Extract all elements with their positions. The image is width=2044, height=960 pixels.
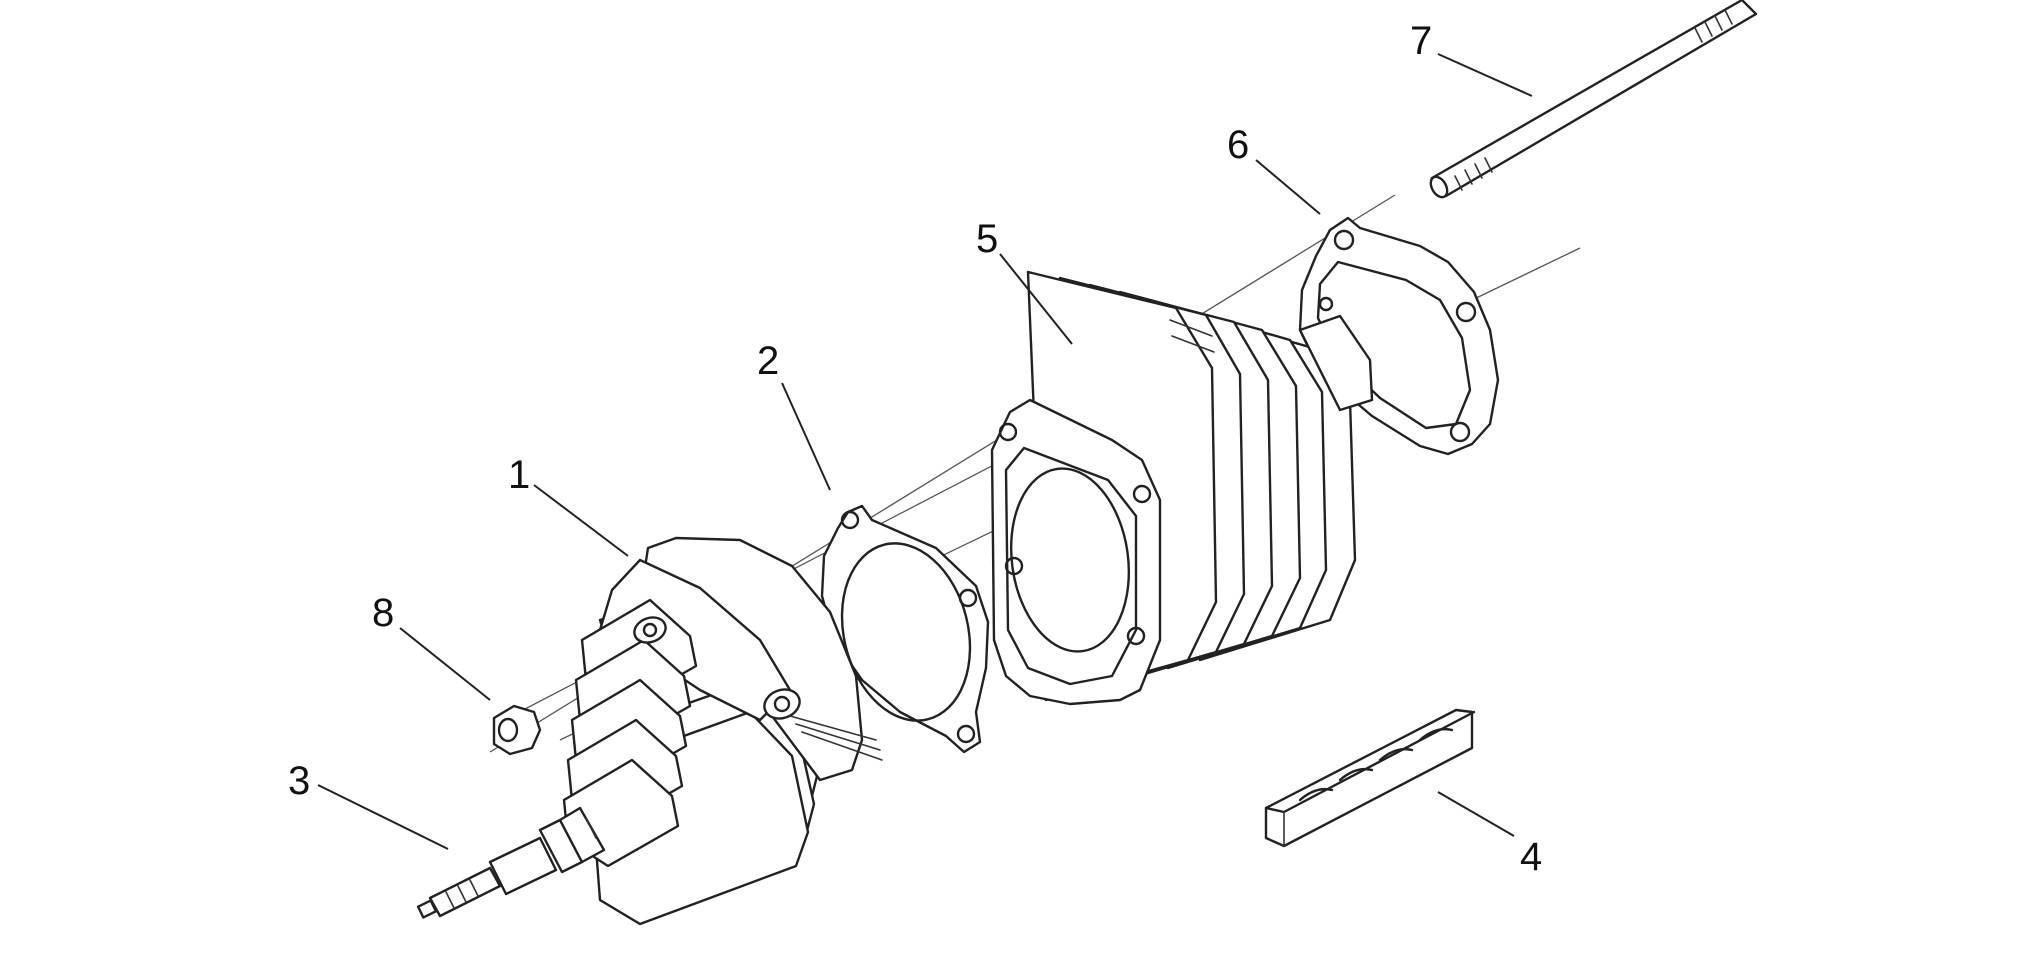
part-5-cylinder [990,270,1374,706]
callout-7: 7 [1410,19,1432,63]
leader-2 [781,382,831,491]
callout-2: 2 [757,339,779,383]
callout-1: 1 [508,453,530,497]
callout-leaders [317,53,1533,850]
callout-6: 6 [1227,123,1249,167]
part-1-cylinder-head [562,536,883,926]
leader-3 [317,784,449,850]
part-2-head-gasket [820,504,990,754]
leader-1 [533,484,629,557]
callout-labels: 1 2 3 4 5 6 7 8 [288,19,1542,879]
leader-4 [1437,791,1515,837]
leader-6 [1255,159,1321,215]
leader-5 [999,253,1073,345]
part-8-nut [492,704,542,756]
leader-8 [399,627,491,701]
callout-3: 3 [288,759,310,803]
leader-7 [1437,53,1533,97]
part-3-spark-plug [416,806,606,919]
callout-8: 8 [372,591,394,635]
callout-4: 4 [1520,835,1542,879]
part-4-reed-block [1264,708,1476,848]
callout-5: 5 [976,217,998,261]
part-7-stud-bolt [1429,0,1758,199]
